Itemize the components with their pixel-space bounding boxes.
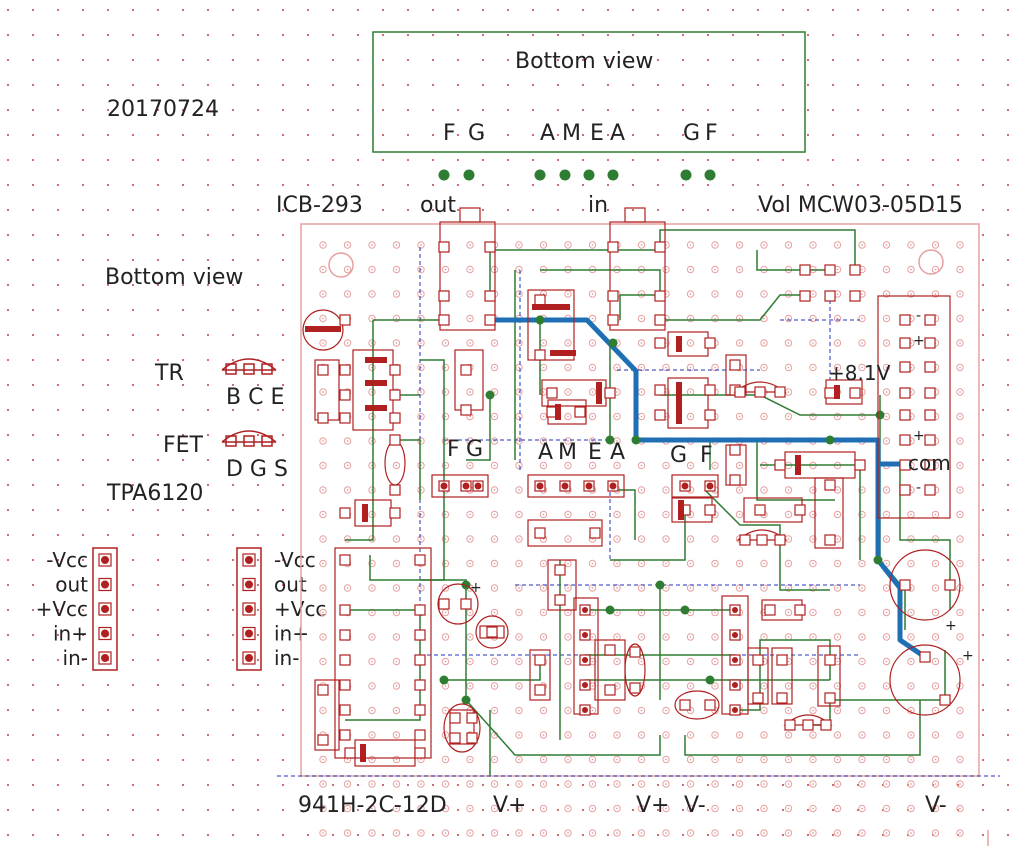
bottom-view-title: Bottom view: [515, 49, 653, 74]
fet-symbol: [221, 430, 277, 447]
v-plus-label-2: V+: [636, 793, 669, 818]
vol-label: Vol MCW03-05D15: [758, 193, 963, 218]
bottom-view-side-label: Bottom view: [105, 265, 243, 290]
board-pin-a2: A: [610, 440, 625, 465]
in-jack-label: in: [588, 193, 608, 218]
connector-pin-label: in-: [274, 646, 299, 670]
connector-pin-label: +Vcc: [274, 597, 326, 621]
connector-pin-label: in+: [53, 622, 88, 646]
v-minus-label-1: V-: [684, 793, 706, 818]
box-pin-g2: G: [683, 121, 700, 146]
box-pin-g: G: [468, 121, 485, 146]
tr-symbol: [221, 358, 277, 375]
connector-pin-label: -Vcc: [46, 548, 88, 572]
bottom-view-box: [372, 31, 806, 153]
fet-label: FET: [163, 433, 204, 458]
svg-text:+: +: [470, 580, 482, 596]
pcb-hole-grid: [319, 241, 964, 837]
tpa-label: TPA6120: [106, 481, 203, 506]
green-traces: [345, 229, 951, 776]
pin-dots-row: [438, 169, 716, 181]
board-pin-g: G: [466, 437, 483, 462]
v-minus-label-2: V-: [925, 793, 947, 818]
mount-hole-tr: [918, 249, 944, 275]
box-pin-f2: F: [705, 121, 718, 146]
v-plus-label-1: V+: [493, 793, 526, 818]
board-pin-e: E: [588, 440, 602, 465]
connector-pin-label: out: [55, 573, 88, 597]
board-pin-f2: F: [700, 443, 713, 468]
board-pin-g2: G: [670, 443, 687, 468]
supply-81v-label: +8.1V: [828, 361, 891, 385]
connector-pin-label: +Vcc: [36, 597, 88, 621]
connector-pin-label: in+: [274, 622, 309, 646]
out-jack-label: out: [420, 193, 456, 218]
components: + + + + - - +: [302, 207, 974, 767]
svg-text:+: +: [962, 648, 974, 664]
connector-pin-label: in-: [63, 646, 88, 670]
svg-text:-: -: [916, 480, 921, 496]
box-pin-m: M: [562, 121, 581, 146]
svg-text:-: -: [916, 308, 921, 324]
tr-label: TR: [154, 361, 184, 386]
date-label: 20170724: [107, 97, 219, 122]
svg-text:+: +: [945, 618, 957, 634]
jumper-wires: [277, 247, 1000, 777]
connector-pin-label: out: [274, 573, 307, 597]
mount-hole-tl: [328, 252, 354, 278]
svg-text:+: +: [913, 428, 925, 444]
fet-pins-label: D G S: [226, 457, 288, 482]
connector-pin-label: -Vcc: [274, 548, 316, 572]
box-pin-e: E: [590, 121, 604, 146]
board-pin-m: M: [558, 440, 577, 465]
tr-pins-label: B C E: [226, 385, 284, 410]
com-label: com: [908, 451, 951, 475]
board-pin-a1: A: [538, 440, 553, 465]
background-grid: [7, 9, 1009, 836]
box-pin-f: F: [443, 121, 456, 146]
icb-label: ICB-293: [276, 193, 363, 218]
box-pin-a2: A: [610, 121, 625, 146]
svg-text:+: +: [913, 333, 925, 349]
relay-label: 941H-2C-12D: [298, 793, 447, 818]
board-pin-f: F: [447, 437, 460, 462]
box-pin-a1: A: [540, 121, 555, 146]
